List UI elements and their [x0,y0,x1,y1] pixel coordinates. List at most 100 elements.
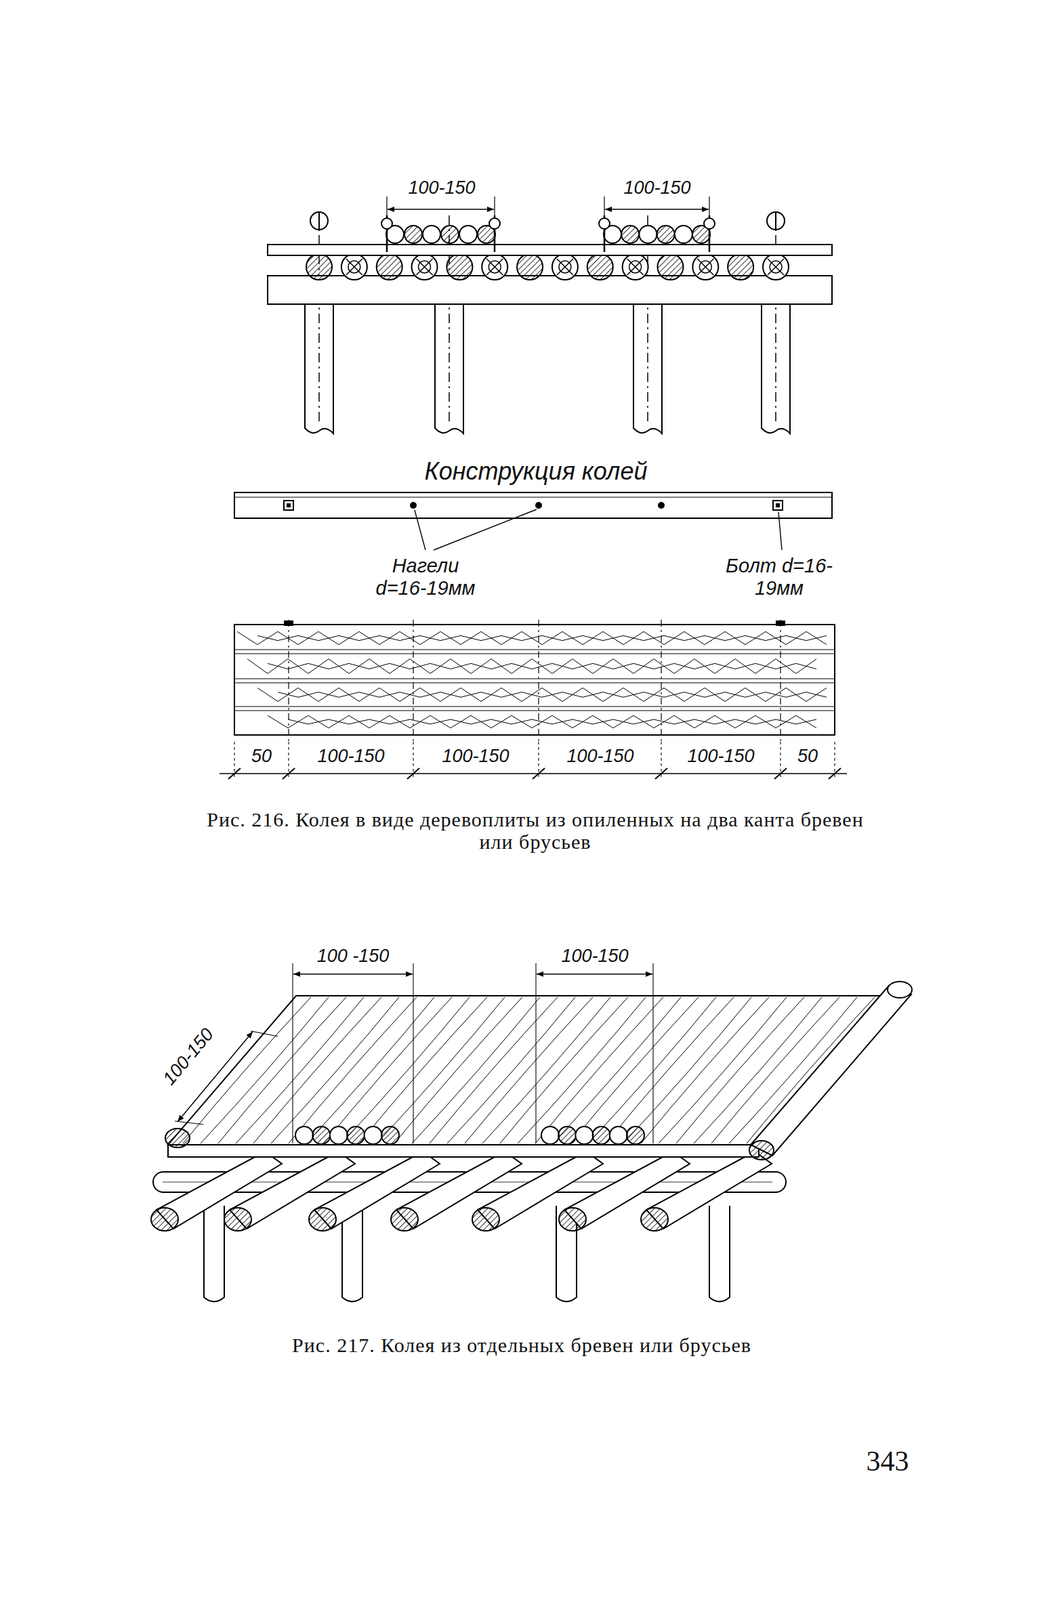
leader-line [414,510,426,551]
extension-line [535,963,536,1144]
small-log [575,1126,593,1145]
wood-grain [247,659,817,675]
leader-line [778,512,782,551]
small-log [638,225,657,244]
board-grain [182,997,311,1144]
small-log [404,225,423,244]
board-grain [429,997,558,1144]
extension-line [652,963,654,1144]
board-grain [376,997,505,1144]
callout-dimension: 100 -150 [315,945,392,967]
log-section [727,254,754,280]
bolt-section [697,258,714,276]
bolt-head [766,212,785,230]
callout-note: Болт d=16-19мм [716,554,843,601]
log-section [692,254,719,280]
bolt-section [556,258,574,276]
dimension-line [293,973,413,975]
board-grain [623,997,752,1144]
board-grain [288,997,417,1144]
small-log [626,1126,645,1145]
board-grain [640,997,769,1144]
board-edge [234,710,835,711]
bolt-head [703,218,715,230]
center-line [779,619,781,742]
center-line [660,619,662,742]
bolt-section [486,258,503,276]
bolt-section [416,258,433,276]
nagel-mark [409,502,417,509]
plan-view [234,624,835,736]
board-grain [200,997,329,1144]
callout-dimension: 100-150 [157,1023,219,1091]
log-end [151,1208,179,1232]
bolt-section [416,258,433,276]
board-grain [411,997,540,1144]
board-edge [234,649,835,650]
figure-caption: Рис. 217. Колея из отдельных бревен или … [180,1334,863,1357]
center-line [412,619,414,742]
bolt-head [489,218,501,230]
wood-grain [287,719,817,725]
bolt-head [381,218,393,230]
bolt-mark [775,503,780,508]
board-grain [552,997,681,1144]
board-grain [218,997,347,1144]
board-grain [235,997,364,1144]
log-section [587,254,614,280]
dimension-tick [282,768,295,780]
callout-dimension: 50 [249,745,274,767]
dimension-line [387,208,494,211]
wood-grain [277,692,827,698]
section-heading: Конструкция колей [422,457,650,486]
small-log [674,225,693,244]
board-grain [500,997,629,1144]
log-end [640,1208,669,1232]
board-grain [306,997,435,1144]
leader-line [433,509,537,551]
callout-dimension: 100-150 [564,745,636,767]
dimension-tick [532,768,545,780]
wood-grain [267,663,817,669]
small-log [621,225,639,244]
small-log [312,1126,330,1145]
figure-217 [151,963,912,1303]
edge-log [165,1128,190,1148]
post [709,1205,730,1303]
log-section [516,254,543,280]
dimension-tick [228,768,241,780]
bolt-mark [773,500,783,511]
log-section [481,254,508,280]
callout-dimension: 100-150 [558,945,631,967]
small-log [381,1126,400,1145]
board-grain [341,997,470,1144]
log-section [622,254,649,280]
callout-note: Нагели d=16-19мм [362,554,489,601]
board-edge [234,682,835,683]
small-log [609,1126,628,1145]
side-view-beam [234,496,832,498]
log-section [376,254,403,280]
extension-line [412,963,414,1144]
deck-edge [168,1145,759,1158]
log-section [341,254,368,280]
extension-line [174,1121,204,1125]
bolt-section [346,258,363,276]
log-end [558,1208,587,1232]
small-log [329,1126,348,1145]
board-grain [323,997,452,1144]
log-end [749,1140,774,1160]
center-line [537,619,539,742]
log-section [552,254,578,280]
wood-grain [257,688,827,702]
wood-grain [237,631,827,645]
extension-line [708,196,710,216]
bolt-section [556,258,574,276]
board-grain [447,997,576,1144]
callout-dimension: 100-150 [684,745,757,767]
bolt-section [697,258,714,276]
small-log [295,1126,314,1145]
callout-dimension: 50 [795,745,820,767]
log-end [308,1208,337,1232]
bolt-head [318,212,320,230]
